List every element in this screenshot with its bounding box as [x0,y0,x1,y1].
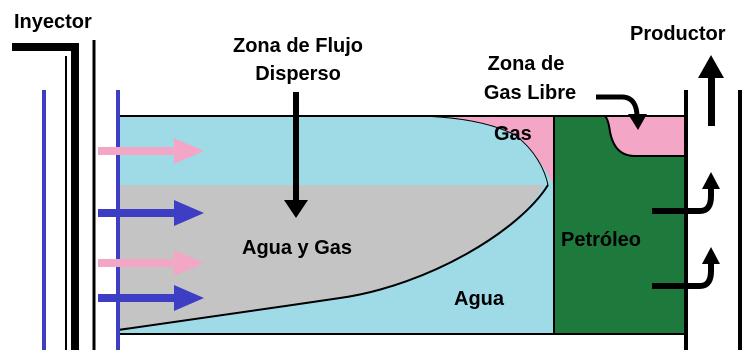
gas-injection-arrow-icon [98,250,204,276]
oil-flow-curved-arrow-icon [652,247,720,289]
oil-label: Petróleo [561,229,641,251]
free-gas-zone-label-line2: Gas Libre [484,82,576,104]
dispersed-zone-label-line2: Disperso [255,63,341,85]
water-and-gas-label: Agua y Gas [242,237,352,259]
free-gas-pointer-icon [596,94,647,130]
producer-well [684,90,742,350]
production-arrows [652,55,724,289]
dispersed-zone-label-line1: Zona de Flujo [233,35,363,57]
gas-front [419,115,549,186]
gas-label: Gas [494,123,532,145]
injector-well [12,40,120,350]
injector-label: Inyector [14,11,92,33]
callout-arrows [284,92,647,218]
free-gas-zone-label-line1: Zona de [488,53,565,75]
oil-flow-curved-arrow-icon [652,172,720,214]
water-gas-front [117,184,549,331]
free-gas-zone [605,116,686,156]
producer-label: Productor [630,23,726,45]
gas-zone [420,116,554,185]
production-up-arrow-icon [698,55,724,126]
labels: Inyector Productor Zona de Flujo Dispers… [14,11,726,310]
water-injection-arrow-icon [98,200,204,226]
reservoir-body [117,115,686,335]
dispersed-zone-pointer-icon [284,92,308,218]
water-injection-arrow-icon [98,285,204,311]
gas-injection-arrow-icon [98,138,204,164]
water-gas-zone [118,185,544,330]
injector-tubing [12,43,79,350]
water-label: Agua [454,288,505,310]
injection-arrows [98,138,204,311]
free-gas-boundary [604,115,686,157]
